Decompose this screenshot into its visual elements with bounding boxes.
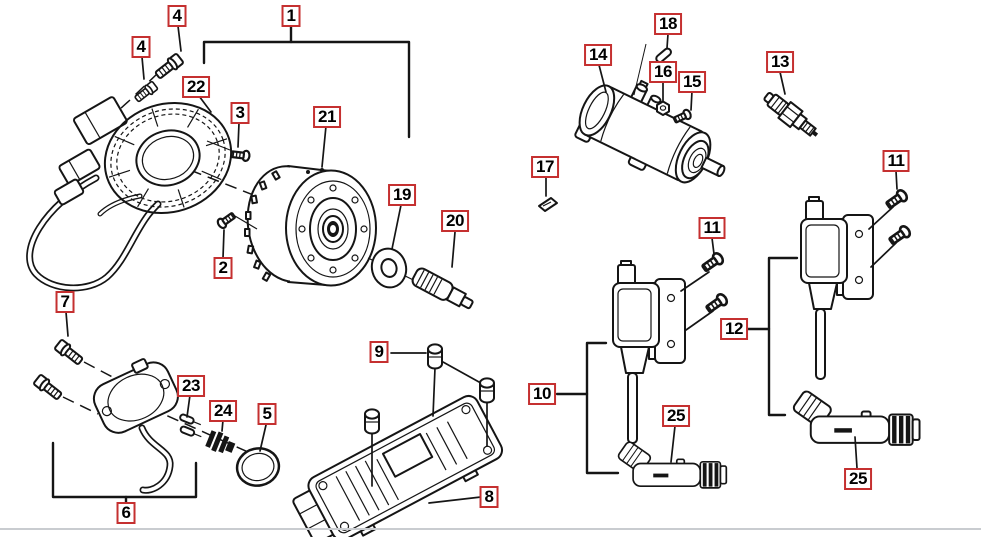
callout-14: 14 xyxy=(584,44,612,66)
screw-2-art xyxy=(215,209,258,231)
callout-5: 5 xyxy=(257,403,277,425)
screw-3-art xyxy=(206,140,252,163)
pin-18-art xyxy=(633,43,672,96)
leader-lines xyxy=(65,25,898,504)
callout-12: 12 xyxy=(720,318,748,340)
bottom-divider xyxy=(0,528,981,530)
grommet-24-art xyxy=(205,430,236,454)
callout-4: 4 xyxy=(167,5,187,27)
callout-16: 16 xyxy=(649,61,677,83)
woodruff-key-17-art xyxy=(538,197,558,212)
callout-8: 8 xyxy=(479,486,499,508)
terminals-23-art xyxy=(179,413,202,438)
callout-19: 19 xyxy=(388,184,416,206)
callout-1: 1 xyxy=(281,5,301,27)
callout-4: 4 xyxy=(131,36,151,58)
coil-bolts-11-art xyxy=(680,187,914,331)
callout-20: 20 xyxy=(441,210,469,232)
spark-plug-art xyxy=(763,92,819,137)
callout-3: 3 xyxy=(230,102,250,124)
callout-18: 18 xyxy=(654,13,682,35)
bolt-20-art xyxy=(411,267,474,310)
starter-motor-art xyxy=(574,79,726,184)
plate-bolts-9-art xyxy=(364,343,495,487)
callout-15: 15 xyxy=(678,71,706,93)
callout-9: 9 xyxy=(369,341,389,363)
callout-17: 17 xyxy=(531,156,559,178)
o-ring-art xyxy=(235,447,281,487)
callout-25: 25 xyxy=(844,468,872,490)
flywheel-art xyxy=(244,165,377,287)
callout-25: 25 xyxy=(662,405,690,427)
callout-22: 22 xyxy=(182,76,210,98)
group-brackets xyxy=(51,24,799,506)
washer-art xyxy=(367,247,431,289)
callout-11: 11 xyxy=(882,150,910,172)
stator-assembly-art xyxy=(26,96,233,292)
callout-24: 24 xyxy=(209,400,237,422)
callout-2: 2 xyxy=(213,257,233,279)
callout-11: 11 xyxy=(698,217,726,239)
pickup-coil-art xyxy=(92,358,179,494)
callout-13: 13 xyxy=(766,51,794,73)
callout-7: 7 xyxy=(55,291,75,313)
callout-10: 10 xyxy=(528,383,556,405)
callout-6: 6 xyxy=(116,502,136,524)
callout-21: 21 xyxy=(313,106,341,128)
callout-23: 23 xyxy=(177,375,205,397)
